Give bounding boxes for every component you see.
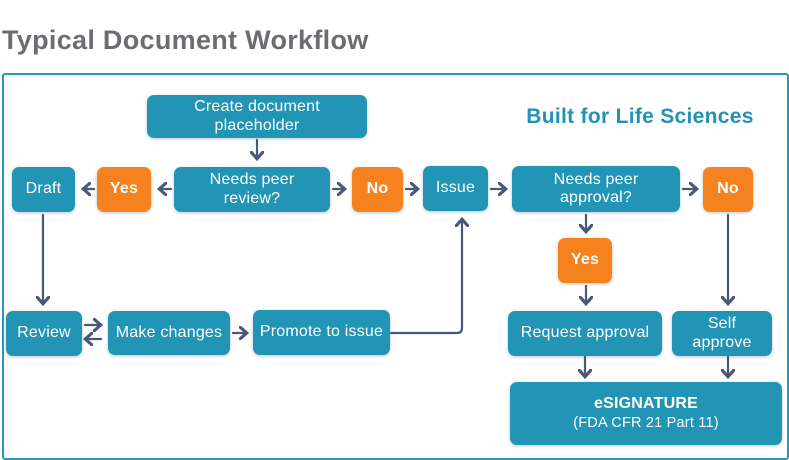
node-needs-peer-approval: Needs peer approval? — [512, 166, 680, 212]
node-sublabel: (FDA CFR 21 Part 11) — [573, 415, 719, 432]
node-yes-peer-review: Yes — [97, 167, 151, 212]
node-promote-to-issue: Promote to issue — [253, 310, 390, 355]
node-label: Issue — [435, 179, 476, 197]
node-label: Yes — [109, 180, 139, 198]
page-title: Typical Document Workflow — [2, 25, 369, 55]
node-yes-peer-approval: Yes — [558, 238, 612, 283]
node-self-approve: Self approve — [672, 311, 772, 356]
node-label: No — [717, 180, 739, 198]
node-request-approval: Request approval — [508, 311, 662, 356]
node-label: Yes — [570, 251, 600, 269]
node-make-changes: Make changes — [108, 311, 230, 355]
node-label: Needs peer review? — [209, 171, 295, 207]
node-label: Draft — [25, 180, 62, 198]
node-label: Request approval — [520, 324, 650, 342]
node-label: Needs peer approval? — [553, 170, 639, 206]
node-create-document-placeholder: Create document placeholder — [147, 95, 367, 138]
node-label: Self approve — [692, 315, 752, 351]
node-needs-peer-review: Needs peer review? — [174, 167, 330, 212]
node-esignature: eSIGNATURE (FDA CFR 21 Part 11) — [510, 382, 782, 445]
node-no-peer-approval: No — [703, 167, 753, 212]
diagram-frame — [2, 73, 789, 460]
node-issue: Issue — [423, 166, 488, 211]
node-no-peer-review: No — [352, 167, 403, 212]
node-label: Review — [17, 324, 71, 342]
node-label: No — [366, 180, 389, 198]
node-label: Create document placeholder — [194, 98, 320, 134]
node-label: Make changes — [115, 323, 223, 341]
diagram-subtitle: Built for Life Sciences — [526, 105, 754, 128]
node-label: Promote to issue — [259, 323, 384, 341]
node-label: eSIGNATURE — [594, 394, 698, 412]
node-review: Review — [6, 311, 82, 356]
node-draft: Draft — [12, 167, 75, 212]
